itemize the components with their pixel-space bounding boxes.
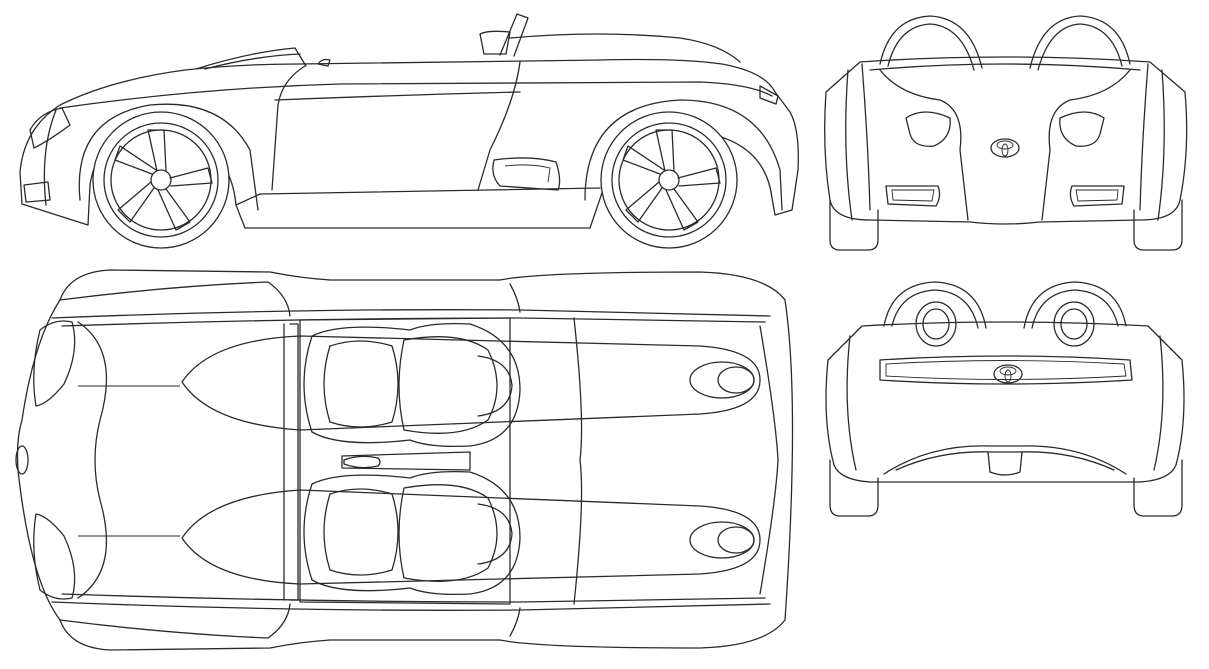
top-front-fender-upper bbox=[59, 281, 291, 317]
top-seat-driver-head bbox=[477, 355, 513, 417]
rear-diffuser bbox=[883, 445, 1127, 475]
top-seat-driver bbox=[303, 322, 521, 448]
top-rear-deck-line bbox=[573, 317, 583, 605]
top-view bbox=[15, 269, 794, 651]
front-headlight-left bbox=[905, 111, 951, 147]
front-view bbox=[824, 15, 1188, 251]
side-rear-deck bbox=[509, 33, 741, 63]
top-body-outline bbox=[16, 269, 794, 651]
side-windshield-inner bbox=[204, 53, 301, 70]
side-windshield bbox=[195, 47, 307, 70]
rear-taillight-inner bbox=[885, 360, 1127, 380]
side-front-intake bbox=[23, 181, 51, 203]
rear-headrest-right bbox=[1053, 301, 1095, 347]
top-beltline-upper bbox=[51, 309, 771, 319]
rear-body-outline bbox=[825, 321, 1185, 483]
side-nose-line bbox=[43, 109, 57, 206]
side-headrest bbox=[479, 30, 511, 55]
top-headlight-upper bbox=[33, 320, 76, 407]
front-right-tire bbox=[1133, 199, 1183, 251]
top-front-fender-lower bbox=[59, 603, 291, 639]
front-side-left bbox=[861, 63, 871, 211]
top-headlight-lower bbox=[33, 513, 76, 600]
top-rollbar-cap-upper bbox=[689, 361, 755, 399]
top-tail-lower bbox=[759, 459, 779, 595]
top-seat-passenger-back bbox=[398, 484, 498, 582]
rear-hump-right bbox=[1023, 281, 1127, 329]
rear-side-left bbox=[846, 335, 857, 471]
rear-right-tire bbox=[1133, 459, 1183, 517]
front-rollbar-right bbox=[1029, 15, 1131, 69]
side-air-intake bbox=[492, 157, 561, 191]
front-rollbar-right-inner bbox=[1037, 23, 1123, 71]
side-intake-inner bbox=[504, 164, 551, 183]
top-nose-emblem bbox=[15, 445, 29, 475]
rear-headrest-left-inner bbox=[922, 308, 950, 340]
front-side-right bbox=[1139, 63, 1149, 211]
side-beltline bbox=[59, 81, 773, 109]
top-cockpit bbox=[299, 317, 511, 605]
top-seat-passenger bbox=[303, 470, 521, 596]
side-view bbox=[19, 13, 799, 249]
side-rear-arch bbox=[584, 99, 783, 211]
side-front-wheel bbox=[92, 111, 230, 249]
rear-taillight-bar bbox=[879, 355, 1133, 385]
rear-hump-right-inner bbox=[1031, 289, 1119, 329]
top-rollbar-cap-lower-inner bbox=[717, 526, 755, 554]
front-body-outline bbox=[824, 56, 1188, 225]
side-headlight bbox=[29, 107, 71, 149]
top-seat-driver-cushion bbox=[323, 340, 399, 428]
side-rollbar bbox=[499, 13, 529, 57]
top-seat-driver-back bbox=[398, 336, 498, 434]
front-intake-left-inner bbox=[891, 189, 935, 202]
side-sill bbox=[235, 187, 601, 206]
top-rear-fender-upper bbox=[509, 283, 521, 313]
front-intake-left bbox=[885, 185, 941, 207]
front-rollbar-left bbox=[879, 15, 983, 69]
front-headlight-right bbox=[1059, 111, 1105, 147]
top-rear-fender-lower bbox=[509, 607, 521, 637]
side-taillight bbox=[759, 85, 779, 105]
top-beltline-lower2 bbox=[61, 593, 766, 603]
front-left-tire bbox=[829, 199, 879, 251]
top-tonneau-lower bbox=[181, 489, 761, 585]
top-nose-line bbox=[77, 321, 107, 599]
front-intake-right bbox=[1069, 185, 1125, 207]
front-intake-right-inner bbox=[1075, 189, 1119, 202]
rear-hump-left bbox=[883, 281, 987, 329]
front-fender-left bbox=[845, 69, 853, 221]
top-tail-upper bbox=[759, 325, 779, 461]
front-hood-left bbox=[879, 69, 969, 221]
top-windshield bbox=[289, 323, 299, 601]
top-seat-passenger-cushion bbox=[323, 488, 399, 576]
top-shifter bbox=[343, 455, 381, 469]
front-fender-right bbox=[1157, 69, 1165, 221]
top-center-console bbox=[341, 451, 471, 471]
rear-view bbox=[825, 281, 1185, 517]
front-hood-right bbox=[1041, 69, 1131, 221]
rear-headrest-left bbox=[915, 301, 957, 347]
rear-diffuser-inner bbox=[895, 451, 1115, 471]
top-rollbar-cap-upper-inner bbox=[717, 366, 755, 394]
top-seat-passenger-head bbox=[477, 503, 513, 565]
rear-hump-left-inner bbox=[891, 289, 979, 329]
top-beltline-lower bbox=[51, 601, 771, 611]
front-windshield bbox=[869, 63, 1141, 71]
front-rollbar-left-inner bbox=[887, 23, 975, 71]
rear-side-right bbox=[1153, 335, 1164, 471]
toyota-logo-icon bbox=[990, 138, 1020, 158]
side-front-arch bbox=[78, 103, 259, 211]
side-door bbox=[271, 61, 521, 191]
rear-exhaust bbox=[987, 451, 1023, 476]
rear-left-tire bbox=[829, 459, 879, 517]
side-rear-wheel bbox=[600, 111, 738, 249]
toyota-logo-icon bbox=[993, 364, 1023, 384]
side-door-line bbox=[274, 91, 521, 101]
rear-headrest-right-inner bbox=[1060, 308, 1088, 340]
top-tonneau-upper bbox=[181, 335, 761, 431]
top-rollbar-cap-lower bbox=[689, 521, 755, 559]
side-mirror bbox=[317, 58, 331, 67]
